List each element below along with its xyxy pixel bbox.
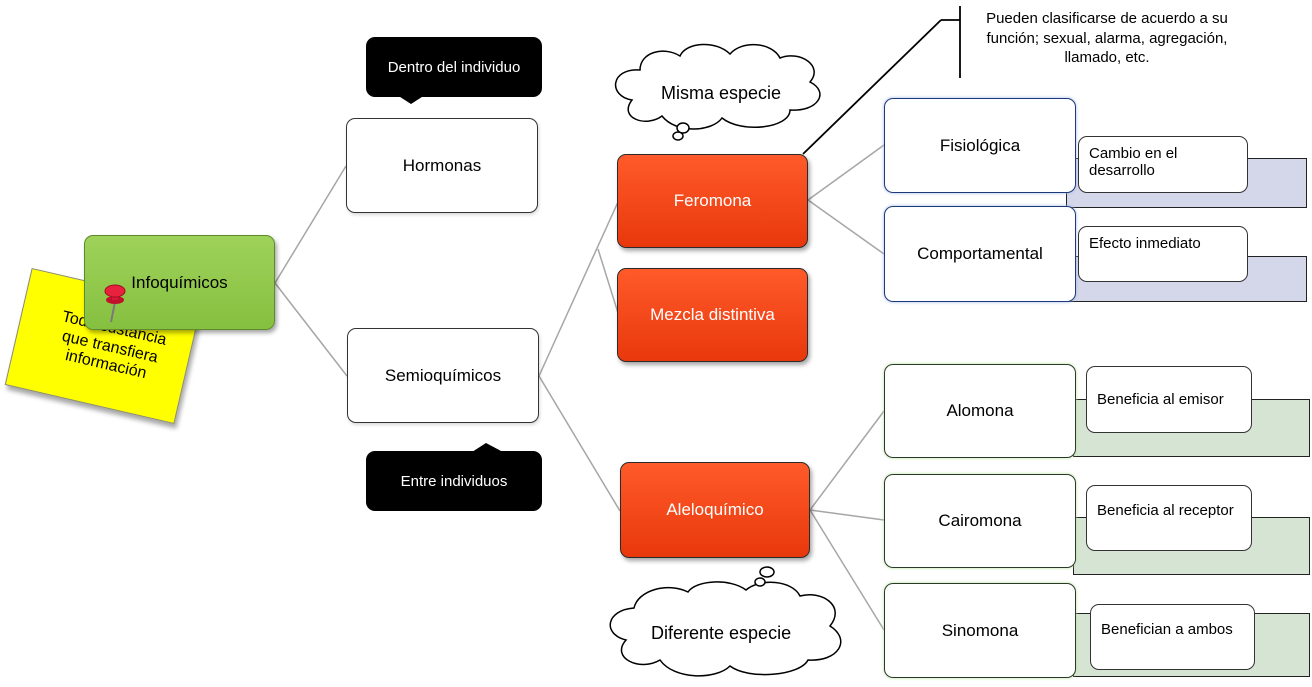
node-sinomona-label: Sinomona	[941, 620, 1019, 640]
desc-alomona: Beneficia al emisor	[1086, 366, 1252, 433]
node-comportamental-label: Comportamental	[917, 244, 1043, 263]
node-alomona-label: Alomona	[946, 401, 1014, 420]
desc-fisiologica: Cambio en el desarrollo	[1078, 136, 1248, 193]
cloud-misma-especie-label: Misma especie	[661, 83, 782, 103]
node-comportamental: Comportamental	[884, 206, 1076, 302]
desc-comportamental: Efecto inmediato	[1078, 226, 1248, 282]
node-mezcla-distintiva: Mezcla distintiva	[617, 268, 808, 362]
node-alomona: Alomona	[884, 364, 1076, 458]
desc-fisiologica-text: Cambio en el desarrollo	[1089, 145, 1178, 180]
node-semioquimicos: Semioquímicos	[347, 328, 539, 423]
bracket-note: Pueden clasificarse de acuerdo a su func…	[986, 10, 1228, 66]
node-aleloquimico-label: Aleloquímico	[666, 500, 764, 519]
desc-cairomona: Beneficia al receptor	[1086, 485, 1252, 551]
node-fisiologica: Fisiológica	[884, 98, 1076, 193]
desc-sinomona: Benefician a ambos	[1090, 604, 1255, 670]
desc-cairomona-text: Beneficia al receptor	[1097, 502, 1234, 519]
callout-entre-individuos: Entre individuos	[366, 451, 542, 511]
node-hormonas-label: Hormonas	[402, 155, 482, 175]
node-cairomona-label: Cairomona	[938, 511, 1022, 530]
node-sinomona: Sinomona	[884, 583, 1076, 678]
node-aleloquimico: Aleloquímico	[620, 462, 810, 558]
desc-alomona-text: Beneficia al emisor	[1097, 391, 1224, 408]
node-mezcla-label: Mezcla distintiva	[650, 305, 775, 324]
desc-comportamental-text: Efecto inmediato	[1089, 235, 1201, 252]
node-semioquimicos-label: Semioquímicos	[384, 365, 502, 385]
callout-dentro-label: Dentro del individuo	[387, 58, 521, 76]
cloud-diferente-especie-label: Diferente especie	[651, 623, 792, 643]
node-infoquimicos: Infoquímicos	[84, 235, 275, 330]
push-pin-icon	[104, 284, 126, 323]
node-cairomona: Cairomona	[884, 474, 1076, 568]
node-feromona: Feromona	[617, 154, 808, 248]
callout-entre-label: Entre individuos	[400, 472, 508, 490]
node-hormonas: Hormonas	[346, 118, 538, 213]
cloud-diferente-especie	[609, 566, 842, 677]
node-feromona-label: Feromona	[673, 191, 752, 210]
callout-dentro-del-individuo: Dentro del individuo	[366, 37, 542, 97]
node-infoquimicos-label: Infoquímicos	[131, 272, 228, 292]
cloud-misma-especie	[615, 43, 821, 141]
node-fisiologica-label: Fisiológica	[939, 135, 1021, 155]
desc-sinomona-text: Benefician a ambos	[1101, 621, 1233, 638]
